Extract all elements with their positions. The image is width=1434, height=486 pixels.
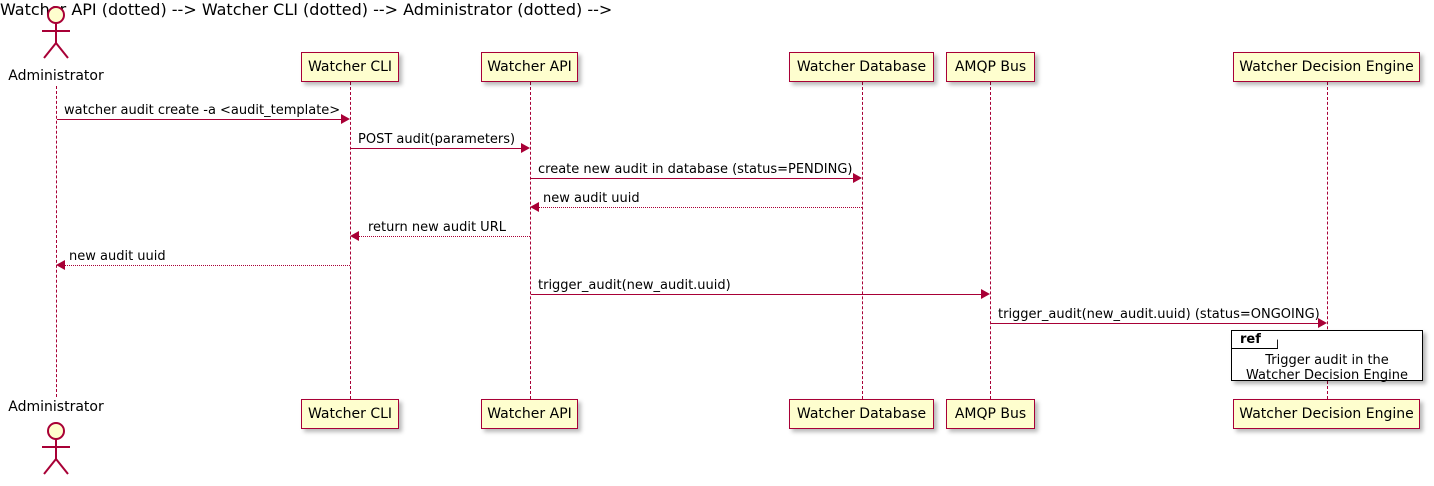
arrowhead-left-6	[56, 260, 65, 270]
lifeline-watcher-database	[862, 82, 863, 399]
message-arrow-8	[991, 323, 1318, 324]
message-label-8: trigger_audit(new_audit.uuid) (status=ON…	[998, 307, 1320, 322]
lifeline-watcher-decision-engine	[1327, 82, 1328, 399]
message-label-4: new audit uuid	[543, 191, 640, 206]
ref-fragment-line-2: Watcher Decision Engine	[1246, 368, 1408, 383]
arrowhead-left-4	[530, 202, 539, 212]
participant-watcher-cli-bottom[interactable]: Watcher CLI	[301, 399, 399, 429]
participant-amqp-bus-top[interactable]: AMQP Bus	[946, 52, 1035, 82]
actor-label-administrator-bottom: Administrator	[8, 399, 104, 415]
lifeline-administrator	[56, 86, 57, 397]
ref-fragment-line-1: Trigger audit in the	[1265, 353, 1389, 368]
actor-administrator-top	[30, 4, 82, 60]
participant-watcher-decision-engine-top[interactable]: Watcher Decision Engine	[1233, 52, 1420, 82]
message-arrow-7	[531, 294, 981, 295]
participant-watcher-api-bottom[interactable]: Watcher API	[481, 399, 578, 429]
message-label-3: create new audit in database (status=PEN…	[538, 162, 853, 177]
message-label-6: new audit uuid	[69, 249, 166, 264]
message-arrow-6	[65, 265, 350, 266]
message-label-7: trigger_audit(new_audit.uuid)	[538, 278, 731, 293]
participant-watcher-decision-engine-bottom[interactable]: Watcher Decision Engine	[1233, 399, 1420, 429]
actor-administrator-bottom	[30, 420, 82, 476]
actor-icon	[42, 6, 70, 59]
lifeline-watcher-api	[530, 82, 531, 399]
participant-watcher-database-bottom[interactable]: Watcher Database	[789, 399, 934, 429]
actor-label-administrator-top: Administrator	[8, 68, 104, 84]
arrowhead-right-3	[853, 173, 862, 183]
message-label-1: watcher audit create -a <audit_template>	[64, 103, 341, 118]
message-arrow-3	[531, 178, 853, 179]
actor-icon	[42, 422, 70, 475]
arrowhead-right-7	[981, 289, 990, 299]
lifeline-amqp-bus	[990, 82, 991, 399]
message-arrow-2	[351, 148, 521, 149]
message-arrow-5	[359, 236, 530, 237]
message-label-2: POST audit(parameters)	[358, 132, 516, 147]
message-arrow-1	[57, 119, 341, 120]
ref-fragment-tab-label: ref	[1232, 331, 1278, 349]
participant-watcher-api-top[interactable]: Watcher API	[481, 52, 578, 82]
ref-fragment: ref Trigger audit in the Watcher Decisio…	[1231, 330, 1423, 383]
message-arrow-4	[539, 207, 862, 208]
arrowhead-left-5	[350, 231, 359, 241]
message-label-5: return new audit URL	[368, 220, 506, 235]
arrowhead-right-8	[1318, 318, 1327, 328]
arrowhead-right-2	[521, 143, 530, 153]
participant-watcher-database-top[interactable]: Watcher Database	[789, 52, 934, 82]
participant-watcher-cli-top[interactable]: Watcher CLI	[301, 52, 399, 82]
participant-amqp-bus-bottom[interactable]: AMQP Bus	[946, 399, 1035, 429]
arrowhead-right-1	[341, 114, 350, 124]
